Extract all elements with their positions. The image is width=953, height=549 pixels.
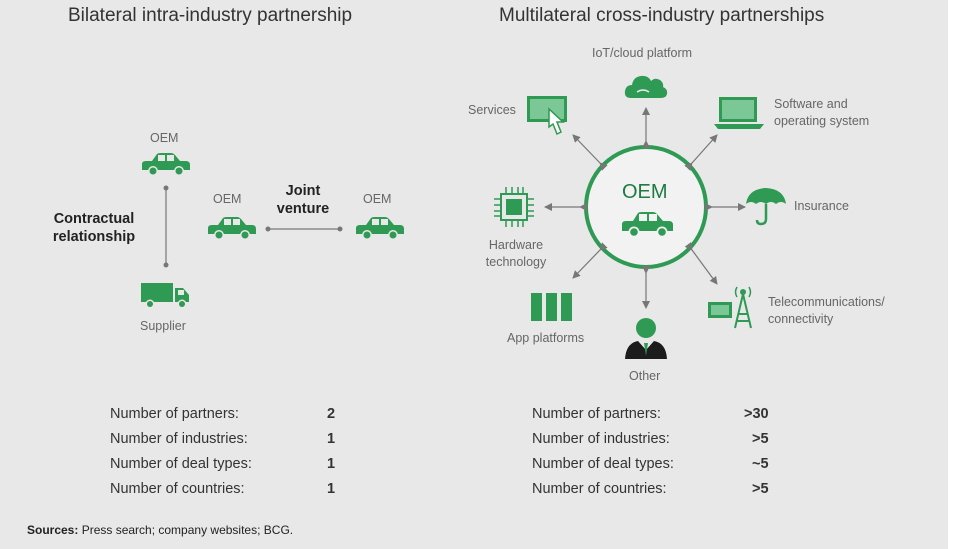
laptop-icon: [714, 97, 764, 129]
stat-value: 2: [327, 406, 336, 422]
touchscreen-icon: [527, 96, 567, 136]
stat-label: Number of countries:: [110, 481, 245, 497]
software-label: Software and operating system: [774, 96, 884, 130]
contract-label: Contractual relationship: [52, 211, 136, 245]
spoke-app: [572, 242, 608, 279]
app-label: App platforms: [507, 331, 585, 345]
stat-value: >5: [752, 481, 769, 497]
oem-right-label: OEM: [363, 192, 392, 206]
person-icon: [625, 318, 667, 359]
car-icon: [622, 212, 673, 238]
oem-top-label: OEM: [150, 131, 179, 145]
spoke-telecom: [684, 241, 718, 285]
stat-value: >5: [752, 431, 769, 447]
oem-hub-ring: [584, 145, 708, 269]
left-title: Bilateral intra-industry partnership: [68, 5, 353, 26]
truck-icon: [141, 283, 189, 309]
insurance-label: Insurance: [794, 199, 849, 213]
stat-label: Number of industries:: [110, 431, 248, 447]
supplier-label: Supplier: [140, 319, 186, 333]
jv-label: Joint venture: [276, 183, 330, 217]
sources-text: Press search; company websites; BCG.: [78, 523, 294, 537]
stat-value: 1: [327, 431, 336, 447]
sources-prefix: Sources:: [27, 523, 79, 537]
software-label-text: Software and operating system: [774, 97, 870, 128]
car-icon: [208, 217, 256, 240]
spoke-software: [684, 134, 718, 171]
stat-label: Number of industries:: [532, 431, 670, 447]
right-title: Multilateral cross-industry partnerships: [499, 5, 825, 26]
stat-value: >30: [744, 406, 769, 422]
hardware-label: Hardware technology: [485, 238, 547, 269]
telecom-label: Telecommunications/ connectivity: [768, 295, 885, 326]
other-label: Other: [629, 369, 661, 383]
stat-label: Number of countries:: [532, 481, 667, 497]
telecom-tower-icon: [708, 286, 752, 329]
stat-value: ~5: [752, 456, 769, 472]
stat-label: Number of partners:: [110, 406, 239, 422]
car-icon: [142, 153, 190, 176]
chip-icon: [494, 187, 534, 227]
sources-note: Sources: Press search; company websites;…: [27, 523, 293, 537]
oem-hub-label: OEM: [622, 181, 668, 203]
services-label: Services: [468, 103, 516, 117]
oem-mid-label: OEM: [213, 192, 242, 206]
stat-value: 1: [327, 456, 336, 472]
car-icon: [356, 217, 404, 240]
stat-label: Number of deal types:: [110, 456, 252, 472]
app-blocks-icon: [531, 293, 572, 321]
stat-label: Number of deal types:: [532, 456, 674, 472]
umbrella-icon: [746, 188, 786, 226]
iot-label: IoT/cloud platform: [592, 46, 693, 60]
stat-value: 1: [327, 481, 336, 497]
stat-label: Number of partners:: [532, 406, 661, 422]
cloud-icon: [624, 75, 668, 98]
spoke-services: [572, 134, 608, 171]
